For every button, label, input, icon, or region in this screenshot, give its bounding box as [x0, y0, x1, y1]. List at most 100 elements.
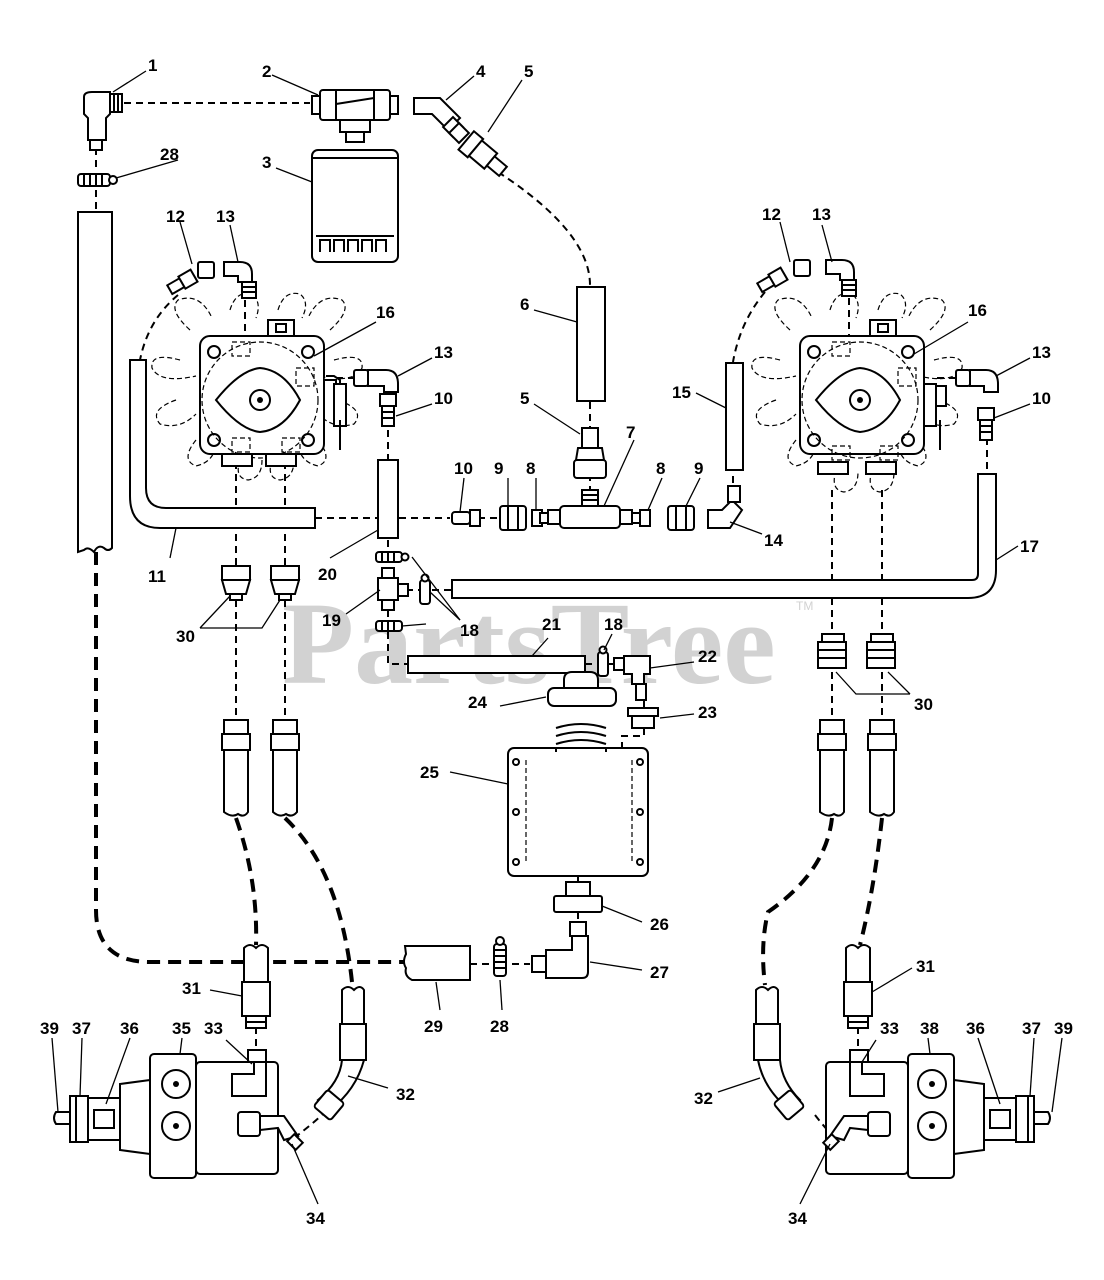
callout-23: 23 [698, 703, 717, 722]
callout-32-right: 32 [694, 1089, 713, 1108]
tube-17 [451, 473, 997, 599]
tee-fitting-7 [547, 489, 633, 529]
callout-16-right: 16 [968, 301, 987, 320]
adapter-fitting-5-lower [573, 427, 607, 479]
callout-8-right: 8 [656, 459, 665, 478]
callout-30-left: 30 [176, 627, 195, 646]
elbow-45-fitting-4 [413, 97, 471, 145]
callout-18-center: 18 [460, 621, 479, 640]
hydraulic-reservoir-25 [507, 747, 649, 877]
filter-head-2 [311, 89, 399, 143]
callout-4: 4 [476, 62, 486, 81]
callout-20: 20 [318, 565, 337, 584]
callout-13-left-side: 13 [434, 343, 453, 362]
hose-15 [725, 362, 744, 471]
callout-36-left: 36 [120, 1019, 139, 1038]
dashed-routing-lines [94, 102, 988, 1139]
hose-31-right [843, 944, 873, 1029]
callout-7: 7 [626, 423, 635, 442]
callout-18-right: 18 [604, 615, 623, 634]
fittings-8-9-10-left [451, 505, 549, 531]
hose-32-left [313, 986, 367, 1121]
callout-21: 21 [542, 615, 561, 634]
callout-10-right-side: 10 [1032, 389, 1051, 408]
oil-filter-3 [311, 149, 399, 263]
callout-6: 6 [520, 295, 529, 314]
hose-section-6 [576, 286, 606, 402]
fittings-33-34-right [821, 1049, 891, 1152]
callout-5-top: 5 [524, 62, 533, 81]
callout-28-lower: 28 [490, 1017, 509, 1036]
callout-28-top: 28 [160, 145, 179, 164]
callout-2: 2 [262, 62, 271, 81]
callout-12-left: 12 [166, 207, 185, 226]
adapter-fitting-5-top [457, 129, 509, 178]
callout-13-right-side: 13 [1032, 343, 1051, 362]
callout-30-right: 30 [914, 695, 933, 714]
fittings-13-10-left-side [353, 369, 399, 427]
callout-19: 19 [322, 611, 341, 630]
elbow-fitting-1 [83, 91, 123, 151]
fittings-12-13-left [165, 261, 257, 299]
callout-leaders [51, 70, 1063, 1205]
tube-11 [129, 359, 316, 529]
fittings-30-right [817, 633, 896, 669]
callout-16-left: 16 [376, 303, 395, 322]
elbow-fitting-27 [531, 921, 589, 979]
callout-10-center: 10 [454, 459, 473, 478]
callout-15: 15 [672, 383, 691, 402]
fittings-8-9-14-right [631, 485, 744, 531]
reservoir-cap-24 [547, 671, 617, 753]
hydraulic-pump-16-left [151, 292, 363, 481]
hydraulic-pump-16-right [751, 292, 963, 493]
callout-27: 27 [650, 963, 669, 982]
fittings-30-left [220, 565, 301, 601]
callout-39-left: 39 [40, 1019, 59, 1038]
callout-33-right: 33 [880, 1019, 899, 1038]
callout-34-right: 34 [788, 1209, 807, 1228]
fitting-26 [553, 881, 603, 913]
callout-37-right: 37 [1022, 1019, 1041, 1038]
fittings-13-10-right-side [955, 369, 999, 441]
watermark: PartsTree [282, 578, 776, 709]
hose-32-right [753, 986, 805, 1121]
hose-20 [377, 459, 399, 539]
callout-25: 25 [420, 763, 439, 782]
callout-34-left: 34 [306, 1209, 325, 1228]
callout-32-left: 32 [396, 1085, 415, 1104]
callout-31-left: 31 [182, 979, 201, 998]
hose-clamp-28-top [77, 173, 118, 187]
elbow-fitting-22 [613, 655, 651, 701]
callout-29: 29 [424, 1017, 443, 1036]
callout-33-left: 33 [204, 1019, 223, 1038]
tee-fitting-19 [377, 567, 409, 611]
callout-17: 17 [1020, 537, 1039, 556]
pressure-hose-ends-left [221, 719, 300, 817]
callout-1: 1 [148, 56, 157, 75]
hose-21 [407, 655, 586, 674]
callout-24: 24 [468, 693, 487, 712]
callout-8-left: 8 [526, 459, 535, 478]
callout-11: 11 [148, 567, 166, 586]
callout-13-right-top: 13 [812, 205, 831, 224]
callout-3: 3 [262, 153, 271, 172]
callout-13-left-top: 13 [216, 207, 235, 226]
fittings-12-13-right [755, 259, 857, 297]
callout-26: 26 [650, 915, 669, 934]
callout-14: 14 [764, 531, 783, 550]
hose-clamp-28-lower [493, 936, 507, 977]
callout-numbers: 1 2 3 4 5 28 12 13 16 13 10 6 5 7 10 9 8… [40, 56, 1073, 1228]
callout-37-left: 37 [72, 1019, 91, 1038]
callout-39-right: 39 [1054, 1019, 1073, 1038]
callout-36-right: 36 [966, 1019, 985, 1038]
fittings-33-34-left [231, 1049, 305, 1152]
callout-38: 38 [920, 1019, 939, 1038]
callout-31-right: 31 [916, 957, 935, 976]
suction-hose-29-upper [77, 211, 113, 554]
callout-9-right: 9 [694, 459, 703, 478]
callout-35: 35 [172, 1019, 191, 1038]
callout-9-left: 9 [494, 459, 503, 478]
callout-5-lower: 5 [520, 389, 529, 408]
callout-12-right: 12 [762, 205, 781, 224]
